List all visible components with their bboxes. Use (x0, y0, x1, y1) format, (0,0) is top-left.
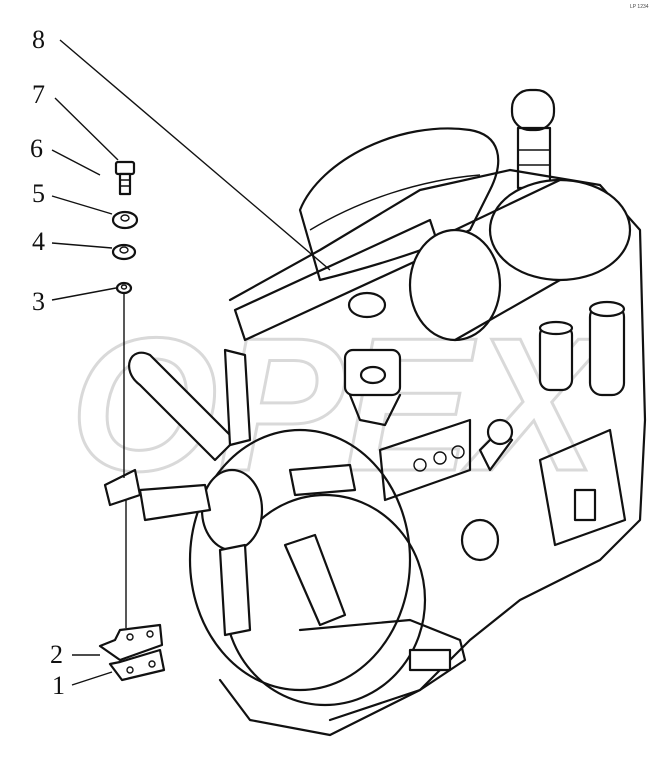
callout-3: 3 (32, 287, 45, 316)
callout-5: 5 (32, 179, 45, 208)
leader-lines (51, 39, 331, 686)
part-1-bracket (108, 648, 166, 682)
part-4-mount (111, 243, 137, 261)
callout-4: 4 (32, 227, 45, 256)
callout-1: 1 (52, 671, 65, 700)
corner-mark: LP 1234 (630, 4, 649, 10)
callout-labels: 8 7 6 5 4 3 2 1 (30, 25, 65, 700)
callout-2: 2 (50, 640, 63, 669)
part-5-washer (111, 210, 139, 230)
callout-8: 8 (32, 25, 45, 54)
part-2-bracket (98, 623, 164, 662)
engine-illustration (103, 88, 647, 737)
part-3-washer (115, 281, 133, 295)
callout-7: 7 (32, 80, 45, 109)
part-7-bolt (114, 160, 136, 196)
exploded-parts (98, 160, 166, 682)
callout-6: 6 (30, 134, 43, 163)
